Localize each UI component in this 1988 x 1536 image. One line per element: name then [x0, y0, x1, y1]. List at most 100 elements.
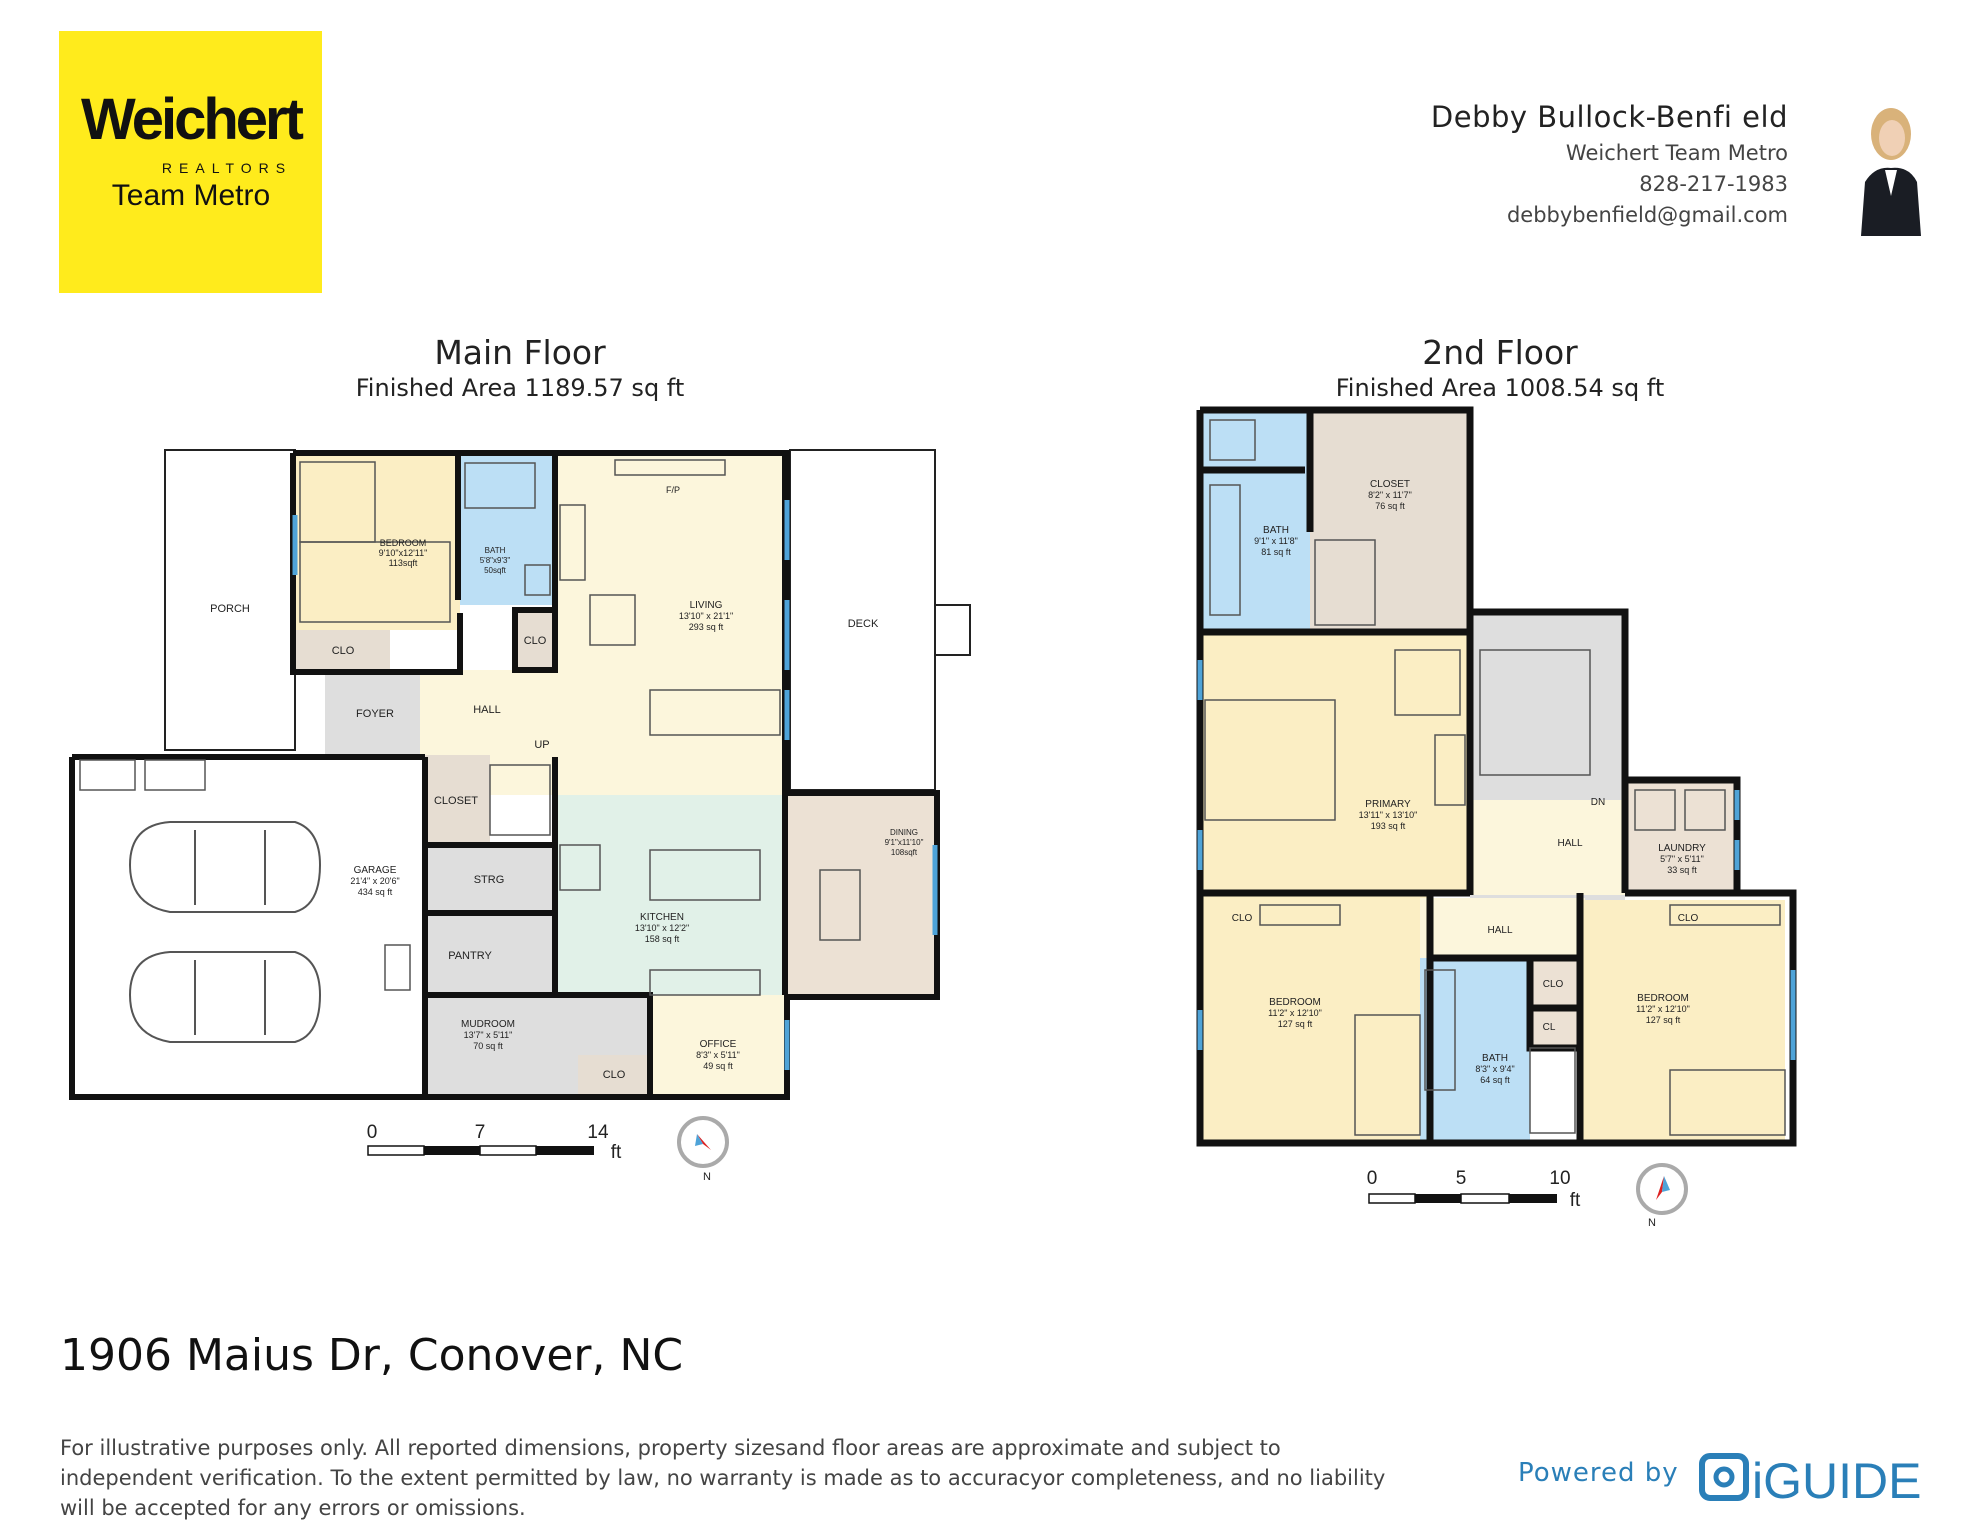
bedroom-right-room [1580, 900, 1785, 1140]
hall1-room [1470, 800, 1625, 895]
second-floor-area: Finished Area 1008.54 sq ft [1335, 374, 1665, 402]
label-bedroom-dim: 9'10"x12'11" [379, 548, 428, 558]
label-closet: CLOSET [434, 795, 478, 807]
label-office-area: 49 sq ft [703, 1061, 733, 1071]
second-scale-10: 10 [1549, 1168, 1570, 1189]
logo-brand: Weichert [81, 87, 304, 152]
second-floor-title: 2nd Floor Finished Area 1008.54 sq ft [1280, 333, 1720, 402]
main-scale-unit: ft [611, 1142, 622, 1163]
logo-team: Team Metro [112, 179, 270, 212]
deck-stairs [934, 604, 971, 656]
primary-chair [1394, 649, 1461, 716]
fireplace-fixture [614, 459, 726, 476]
second-scale-unit: ft [1570, 1190, 1581, 1211]
label-bed-right-dim: 11'2" x 12'10" [1636, 1004, 1690, 1014]
garage-shelf-2 [144, 759, 206, 791]
label-bath2: BATH [1482, 1053, 1508, 1064]
label-garage-dim: 21'4" x 20'6" [350, 876, 399, 886]
agent-company: Weichert Team Metro [1565, 141, 1788, 165]
label-dn: DN [1591, 797, 1605, 808]
laundry-room [1625, 780, 1735, 890]
garage-room [70, 755, 425, 1095]
second-north-arrow: N [1636, 1163, 1688, 1229]
foyer-room [325, 670, 420, 755]
agent-photo [1855, 96, 1925, 236]
label-clo-hall: CLO [524, 635, 547, 647]
hall-closet [515, 610, 555, 670]
stairs-fixture [489, 764, 551, 836]
second-floor-rooms [1200, 410, 1785, 1140]
label-hall-2b: HALL [1487, 925, 1512, 936]
pantry-room [425, 915, 590, 995]
second-floor-walls [1196, 406, 1797, 1147]
main-scale-7: 7 [475, 1122, 486, 1143]
garage-cars [128, 821, 322, 1043]
label-living-area: 293 sq ft [689, 622, 724, 632]
bed-fixture [299, 461, 376, 543]
dining-room [785, 795, 935, 995]
label-bath1-dim: 9'1" x 11'8" [1254, 536, 1298, 546]
label-bath1-area: 81 sq ft [1261, 547, 1291, 557]
label-living: LIVING [690, 600, 723, 611]
label-laundry-dim: 5'7" x 5'11" [1660, 854, 1704, 864]
second-floor-name: 2nd Floor [1422, 333, 1578, 372]
second-floor-scale: 0 5 10 ft [1367, 1168, 1581, 1211]
label-bed-right: BEDROOM [1637, 993, 1689, 1004]
second-floor-windows [1197, 660, 1796, 1060]
label-deck: DECK [848, 618, 879, 630]
bath1-room [1200, 470, 1380, 630]
label-bed-left: BEDROOM [1269, 997, 1321, 1008]
disclaimer-line-1: For illustrative purposes only. All repo… [60, 1436, 1281, 1460]
label-bed-left-area: 127 sq ft [1278, 1019, 1313, 1029]
label-hall-2a: HALL [1557, 838, 1582, 849]
fridge-fixture [559, 844, 601, 891]
label-mudroom-dim: 13'7" x 5'11" [464, 1030, 513, 1040]
disclaimer-line-2: independent verification. To the extent … [60, 1466, 1386, 1490]
label-clo-left: CLO [1232, 913, 1253, 924]
sink-fixture [524, 564, 551, 596]
car-bottom [128, 951, 322, 1043]
label-bath2-area: 64 sq ft [1480, 1075, 1510, 1085]
shower-fixture [464, 462, 536, 509]
label-bedroom: BEDROOM [380, 538, 427, 548]
main-scale-0: 0 [367, 1122, 378, 1143]
primary-room [1200, 632, 1470, 892]
garage-shelf-1 [79, 759, 136, 791]
bedroom-closet [295, 630, 390, 670]
sofa-fixture [649, 689, 781, 736]
label-closet-2-dim: 8'2" x 11'7" [1368, 490, 1412, 500]
property-address: 1906 Maius Dr, Conover, NC [60, 1330, 684, 1381]
label-laundry-area: 33 sq ft [1667, 865, 1697, 875]
car-top [128, 821, 322, 913]
dining-table-fixture [819, 869, 861, 941]
powered-by-label: Powered by [1518, 1458, 1679, 1488]
main-floor-name: Main Floor [434, 333, 606, 372]
label-fp: F/P [666, 485, 680, 495]
bedroom-left-room [1200, 895, 1430, 1140]
label-mudroom-area: 70 sq ft [473, 1041, 503, 1051]
main-floor-labels: PORCH DECK BEDROOM 9'10"x12'11" 113sqft … [210, 485, 923, 1081]
agent-info: Debby Bullock-Benfi eld Weichert Team Me… [1431, 100, 1788, 227]
toilet-room [1200, 410, 1310, 470]
strg-room [425, 845, 555, 913]
iguide-camera-icon [1699, 1453, 1749, 1501]
label-closet-2: CLOSET [1370, 479, 1410, 490]
office-room [650, 995, 785, 1095]
main-floor-title: Main Floor Finished Area 1189.57 sq ft [300, 333, 740, 402]
label-bath-dim: 5'8"x9'3" [480, 556, 511, 565]
label-dining-dim: 9'1"x11'10" [885, 838, 924, 847]
cl-room [1530, 1008, 1580, 1048]
label-living-dim: 13'10" x 21'1" [679, 611, 733, 621]
agent-email: debbybenfield@gmail.com [1506, 203, 1788, 227]
iguide-logo: iGUIDE [1699, 1453, 1921, 1508]
label-strg: STRG [474, 874, 505, 886]
second-north-label: N [1648, 1217, 1656, 1229]
label-primary-area: 193 sq ft [1371, 821, 1406, 831]
water-heater-fixture [384, 944, 411, 991]
bed-fixture-2 [299, 541, 451, 623]
stairs-2 [1479, 649, 1591, 776]
stair-room [1470, 610, 1625, 900]
label-porch: PORCH [210, 603, 250, 615]
weichert-logo: Weichert REALTORS Team Metro [59, 31, 322, 293]
label-clo-mudroom: CLO [603, 1069, 626, 1081]
